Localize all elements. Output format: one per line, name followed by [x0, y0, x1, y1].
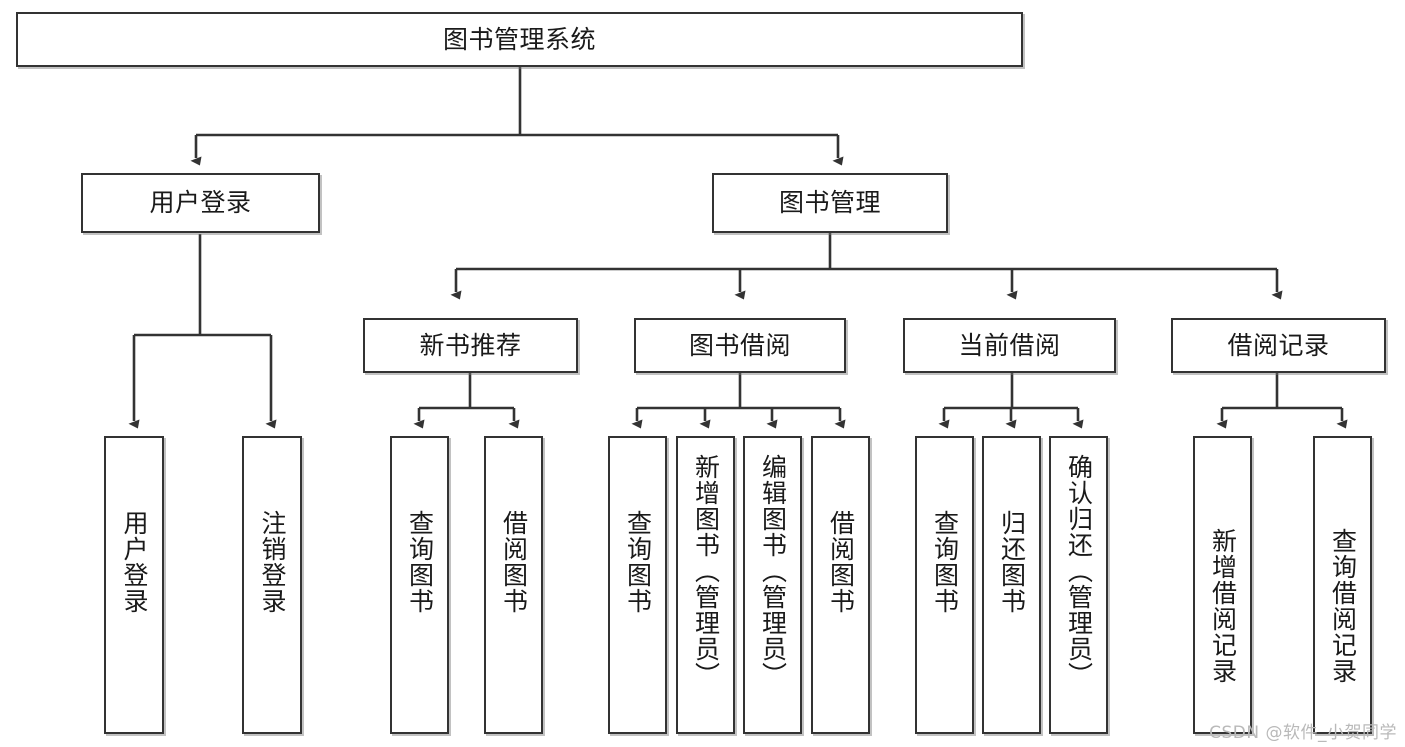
leaf-query-book-2[interactable]: 查询图书: [608, 436, 667, 734]
leaf-confirm-return-label: 确认归还（管理员）: [1064, 454, 1094, 688]
node-book-borrow-label: 图书借阅: [688, 330, 791, 360]
leaf-return-book[interactable]: 归还图书: [982, 436, 1041, 734]
watermark: CSDN @软件_小贺同学: [1209, 723, 1397, 743]
leaf-query-record[interactable]: 查询借阅记录: [1313, 436, 1372, 734]
node-book-manage-label: 图书管理: [778, 188, 881, 218]
leaf-user-logout-label: 注销登录: [258, 510, 287, 614]
leaf-add-book-label: 新增图书（管理员）: [691, 454, 721, 688]
leaf-add-record-label: 新增借阅记录: [1208, 528, 1238, 684]
node-borrow-record-label: 借阅记录: [1227, 330, 1330, 360]
leaf-query-book-2-label: 查询图书: [623, 510, 653, 614]
leaf-query-book-1[interactable]: 查询图书: [390, 436, 449, 734]
leaf-query-book-3-label: 查询图书: [930, 510, 960, 614]
node-user-login[interactable]: 用户登录: [81, 173, 320, 233]
leaf-query-book-3[interactable]: 查询图书: [915, 436, 974, 734]
leaf-return-book-label: 归还图书: [997, 510, 1027, 614]
leaf-user-login-label: 用户登录: [120, 510, 149, 614]
leaf-edit-book[interactable]: 编辑图书（管理员）: [743, 436, 802, 734]
leaf-borrow-book-1-label: 借阅图书: [499, 510, 529, 614]
leaf-borrow-book-2-label: 借阅图书: [826, 510, 856, 614]
leaf-edit-book-label: 编辑图书（管理员）: [758, 454, 788, 688]
leaf-add-book[interactable]: 新增图书（管理员）: [676, 436, 735, 734]
leaf-borrow-book-1[interactable]: 借阅图书: [484, 436, 543, 734]
leaf-add-record[interactable]: 新增借阅记录: [1193, 436, 1252, 734]
leaf-query-record-label: 查询借阅记录: [1328, 528, 1358, 684]
node-root-label: 图书管理系统: [442, 24, 596, 54]
node-current-borrow[interactable]: 当前借阅: [903, 318, 1116, 373]
node-root[interactable]: 图书管理系统: [16, 12, 1023, 67]
node-book-manage[interactable]: 图书管理: [712, 173, 948, 233]
leaf-user-login[interactable]: 用户登录: [104, 436, 164, 734]
leaf-confirm-return[interactable]: 确认归还（管理员）: [1049, 436, 1108, 734]
node-borrow-record[interactable]: 借阅记录: [1171, 318, 1386, 373]
leaf-user-logout[interactable]: 注销登录: [242, 436, 302, 734]
leaf-borrow-book-2[interactable]: 借阅图书: [811, 436, 870, 734]
node-book-borrow[interactable]: 图书借阅: [634, 318, 846, 373]
node-user-login-label: 用户登录: [149, 188, 252, 218]
leaf-query-book-1-label: 查询图书: [405, 510, 435, 614]
node-current-borrow-label: 当前借阅: [958, 330, 1061, 360]
node-new-book-recommend-label: 新书推荐: [419, 330, 522, 360]
node-new-book-recommend[interactable]: 新书推荐: [363, 318, 578, 373]
